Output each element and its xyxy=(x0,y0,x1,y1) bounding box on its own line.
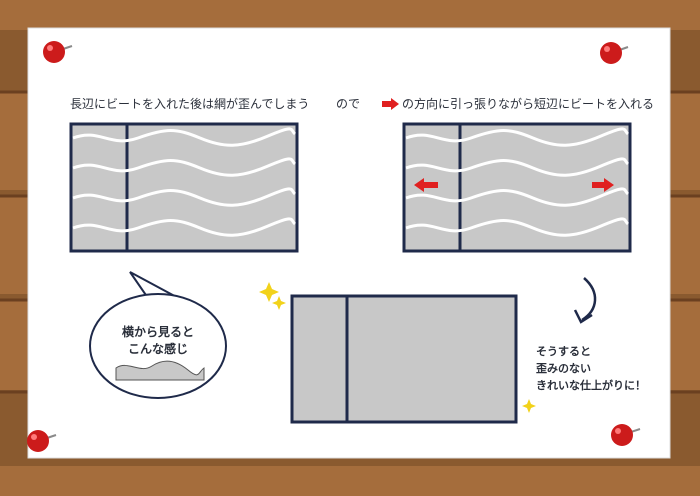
result-text-line3: きれいな仕上がりに！ xyxy=(536,379,646,392)
right-arrow-icon xyxy=(592,178,614,192)
pushpin-icon xyxy=(43,41,73,63)
curved-down-arrow-icon xyxy=(573,277,597,324)
sparkle-icon xyxy=(259,282,279,302)
sparkle-icon xyxy=(272,296,286,310)
pushpin-icon xyxy=(27,430,57,452)
distorted-mesh-panel xyxy=(69,122,299,253)
finished-mesh-panel xyxy=(290,294,518,424)
left-caption: 長辺にビートを入れた後は網が歪んでしまう xyxy=(70,97,310,111)
speech-bubble-icon xyxy=(89,271,227,399)
result-text-line2: 歪みのない xyxy=(536,362,591,375)
sparkle-icon xyxy=(522,399,536,413)
bubble-text-line1: 横から見ると xyxy=(121,325,194,339)
right-arrow-icon xyxy=(382,98,399,110)
right-caption: の方向に引っ張りながら短辺にビートを入れる xyxy=(402,97,655,111)
connector-text: ので xyxy=(336,97,361,111)
bubble-text-line2: こんな感じ xyxy=(127,342,188,356)
pulled-mesh-panel xyxy=(402,122,632,253)
result-text-line1: そうすると xyxy=(536,345,591,358)
pushpin-icon xyxy=(611,424,641,446)
left-arrow-icon xyxy=(414,178,438,192)
pushpin-icon xyxy=(600,42,629,64)
